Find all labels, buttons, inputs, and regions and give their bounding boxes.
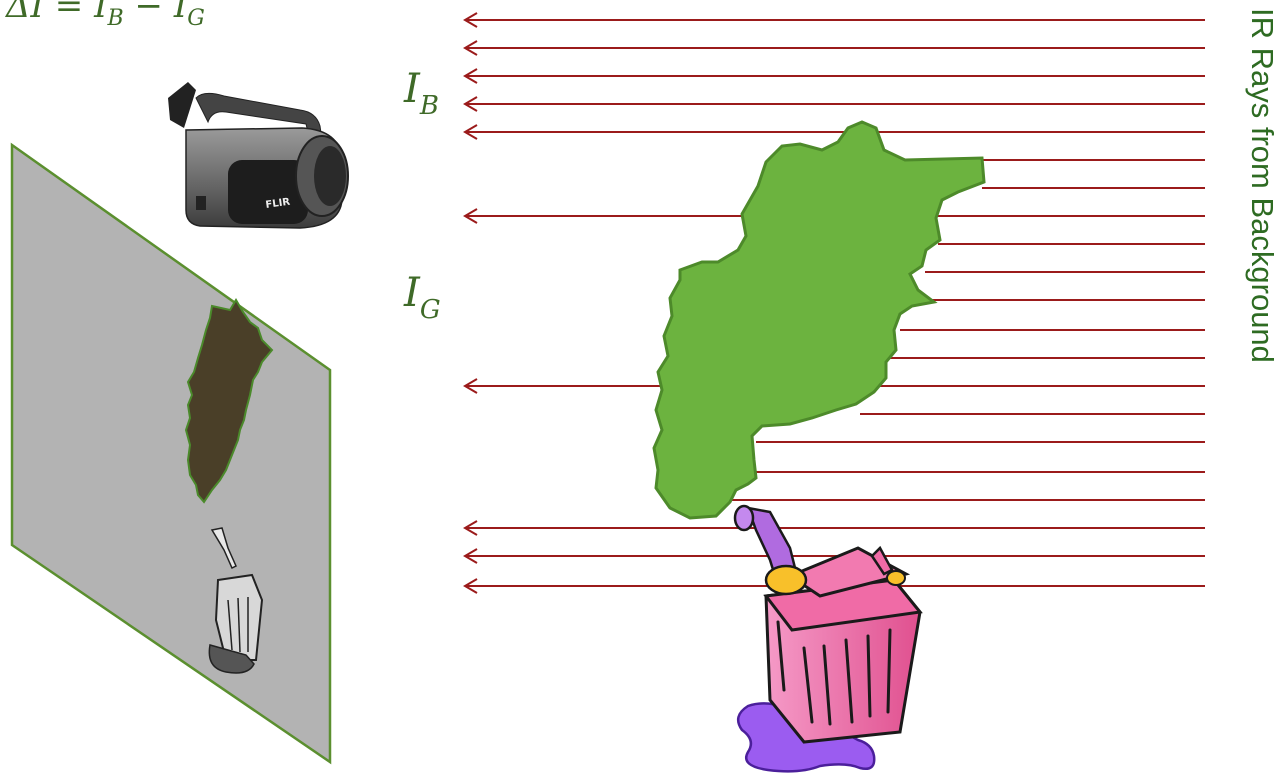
label-ig-sub: G xyxy=(420,295,441,325)
label-ib: IB xyxy=(403,66,439,121)
label-ib-sub: B xyxy=(419,91,439,121)
gas-can xyxy=(735,506,920,771)
ir-camera: FLIR xyxy=(168,82,348,228)
gas-plume xyxy=(654,122,984,518)
label-ig: IG xyxy=(403,270,441,325)
side-label-ir-rays: IR Rays from Background xyxy=(1240,8,1278,568)
image-plane-panel xyxy=(12,145,330,762)
image-plane xyxy=(12,145,330,762)
